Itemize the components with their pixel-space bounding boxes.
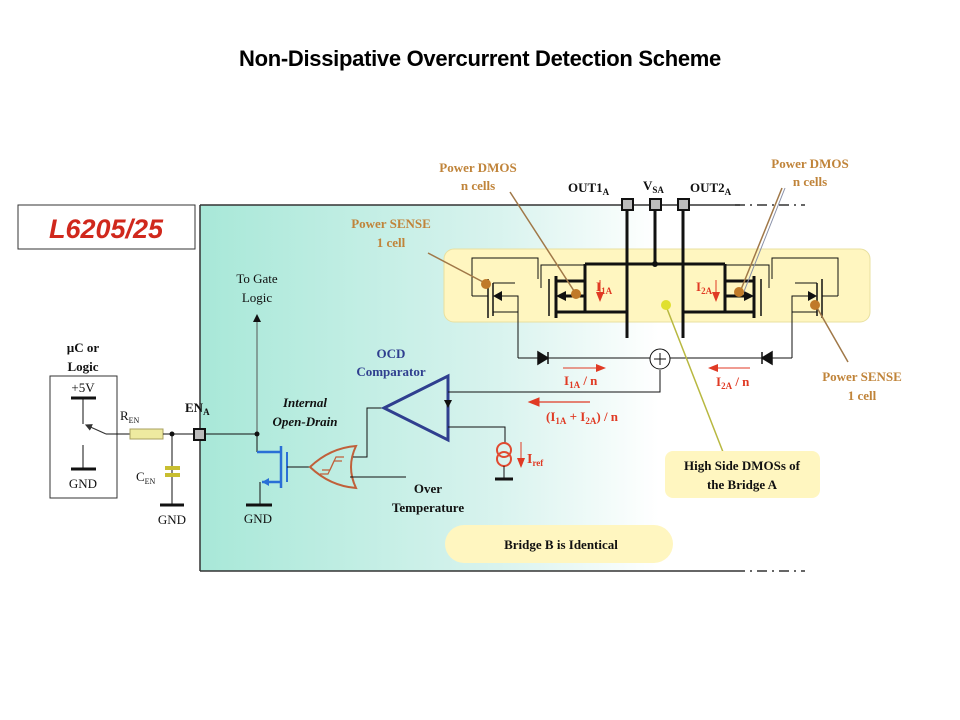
out1-label: OUT1A: [568, 180, 610, 197]
svg-text:Open-Drain: Open-Drain: [272, 414, 337, 429]
en-pin-label: ENA: [185, 400, 210, 417]
svg-text:GND: GND: [69, 476, 97, 491]
gate-logic-path: To Gate Logic: [205, 271, 278, 437]
svg-text:Logic: Logic: [67, 359, 98, 374]
mcu-block: µC or Logic +5V GND: [49, 340, 118, 499]
svg-text:GND: GND: [158, 512, 186, 527]
high-side-highlight: [443, 248, 871, 323]
svg-text:n cells: n cells: [793, 174, 827, 189]
svg-text:Temperature: Temperature: [392, 500, 464, 515]
svg-text:GND: GND: [244, 511, 272, 526]
svg-text:Over: Over: [414, 481, 442, 496]
en-pin[interactable]: [193, 428, 206, 441]
high-side-callout-box: [665, 451, 820, 498]
bridge-b-note: Bridge B is Identical: [504, 537, 618, 552]
supply-label: +5V: [71, 380, 95, 395]
resistor-ren-label: REN: [120, 408, 140, 425]
i2a-over-n: I2A / n: [716, 374, 750, 391]
svg-text:n cells: n cells: [461, 178, 495, 193]
slide-title: Non-Dissipative Overcurrent Detection Sc…: [239, 46, 721, 71]
switch-arm: [84, 424, 107, 435]
svg-text:µC or: µC or: [67, 340, 100, 355]
callouts: Power DMOS n cells Power DMOS n cells Po…: [351, 156, 902, 563]
current-labels: I1A I2A I1A / n I2A / n (I1A + I2A) / n: [527, 279, 750, 426]
i1a-over-n: I1A / n: [564, 373, 598, 390]
high-side-callout: High Side DMOSs of: [684, 458, 801, 473]
svg-text:OCD: OCD: [377, 346, 406, 361]
iref-source: Iref: [495, 442, 544, 481]
dmos-right-callout: Power DMOS: [771, 156, 848, 171]
vs-label: VSA: [643, 178, 664, 195]
output-pins: OUT1A VSA OUT2A: [568, 178, 732, 263]
svg-text:Internal: Internal: [282, 395, 327, 410]
enable-network: REN CEN GND ENA: [106, 400, 210, 527]
summing-node: [649, 348, 671, 370]
out2-pin[interactable]: [677, 198, 690, 211]
svg-text:Comparator: Comparator: [356, 364, 426, 379]
capacitor-cen: [165, 466, 180, 470]
or-gate: Over Temperature: [308, 407, 464, 515]
i2a-label: I2A: [696, 279, 713, 296]
capacitor-cen-label: CEN: [136, 469, 156, 486]
device-label: L6205/25: [49, 214, 164, 244]
svg-text:Iref: Iref: [527, 452, 544, 468]
svg-text:To Gate: To Gate: [236, 271, 278, 286]
ocd-comparator: OCD Comparator: [356, 346, 661, 444]
sum-current-label: (I1A + I2A) / n: [546, 409, 619, 426]
out2-label: OUT2A: [690, 180, 732, 197]
out1-pin[interactable]: [621, 198, 634, 211]
svg-text:1 cell: 1 cell: [377, 235, 406, 250]
svg-text:Logic: Logic: [242, 290, 273, 305]
i1a-label: I1A: [596, 279, 613, 296]
svg-text:1 cell: 1 cell: [848, 388, 877, 403]
bridge-b-callout-box: [445, 525, 673, 563]
resistor-ren: [129, 428, 164, 440]
sense-left-callout: Power SENSE: [351, 216, 431, 231]
sense-right-callout: Power SENSE: [822, 369, 902, 384]
svg-text:the Bridge A: the Bridge A: [707, 477, 778, 492]
high-side-network: [471, 257, 839, 366]
open-drain-mosfet: Internal Open-Drain GND: [244, 395, 338, 526]
dmos-left-callout: Power DMOS: [439, 160, 516, 175]
vs-pin[interactable]: [649, 198, 662, 211]
device-label-box: L6205/25: [17, 204, 196, 250]
